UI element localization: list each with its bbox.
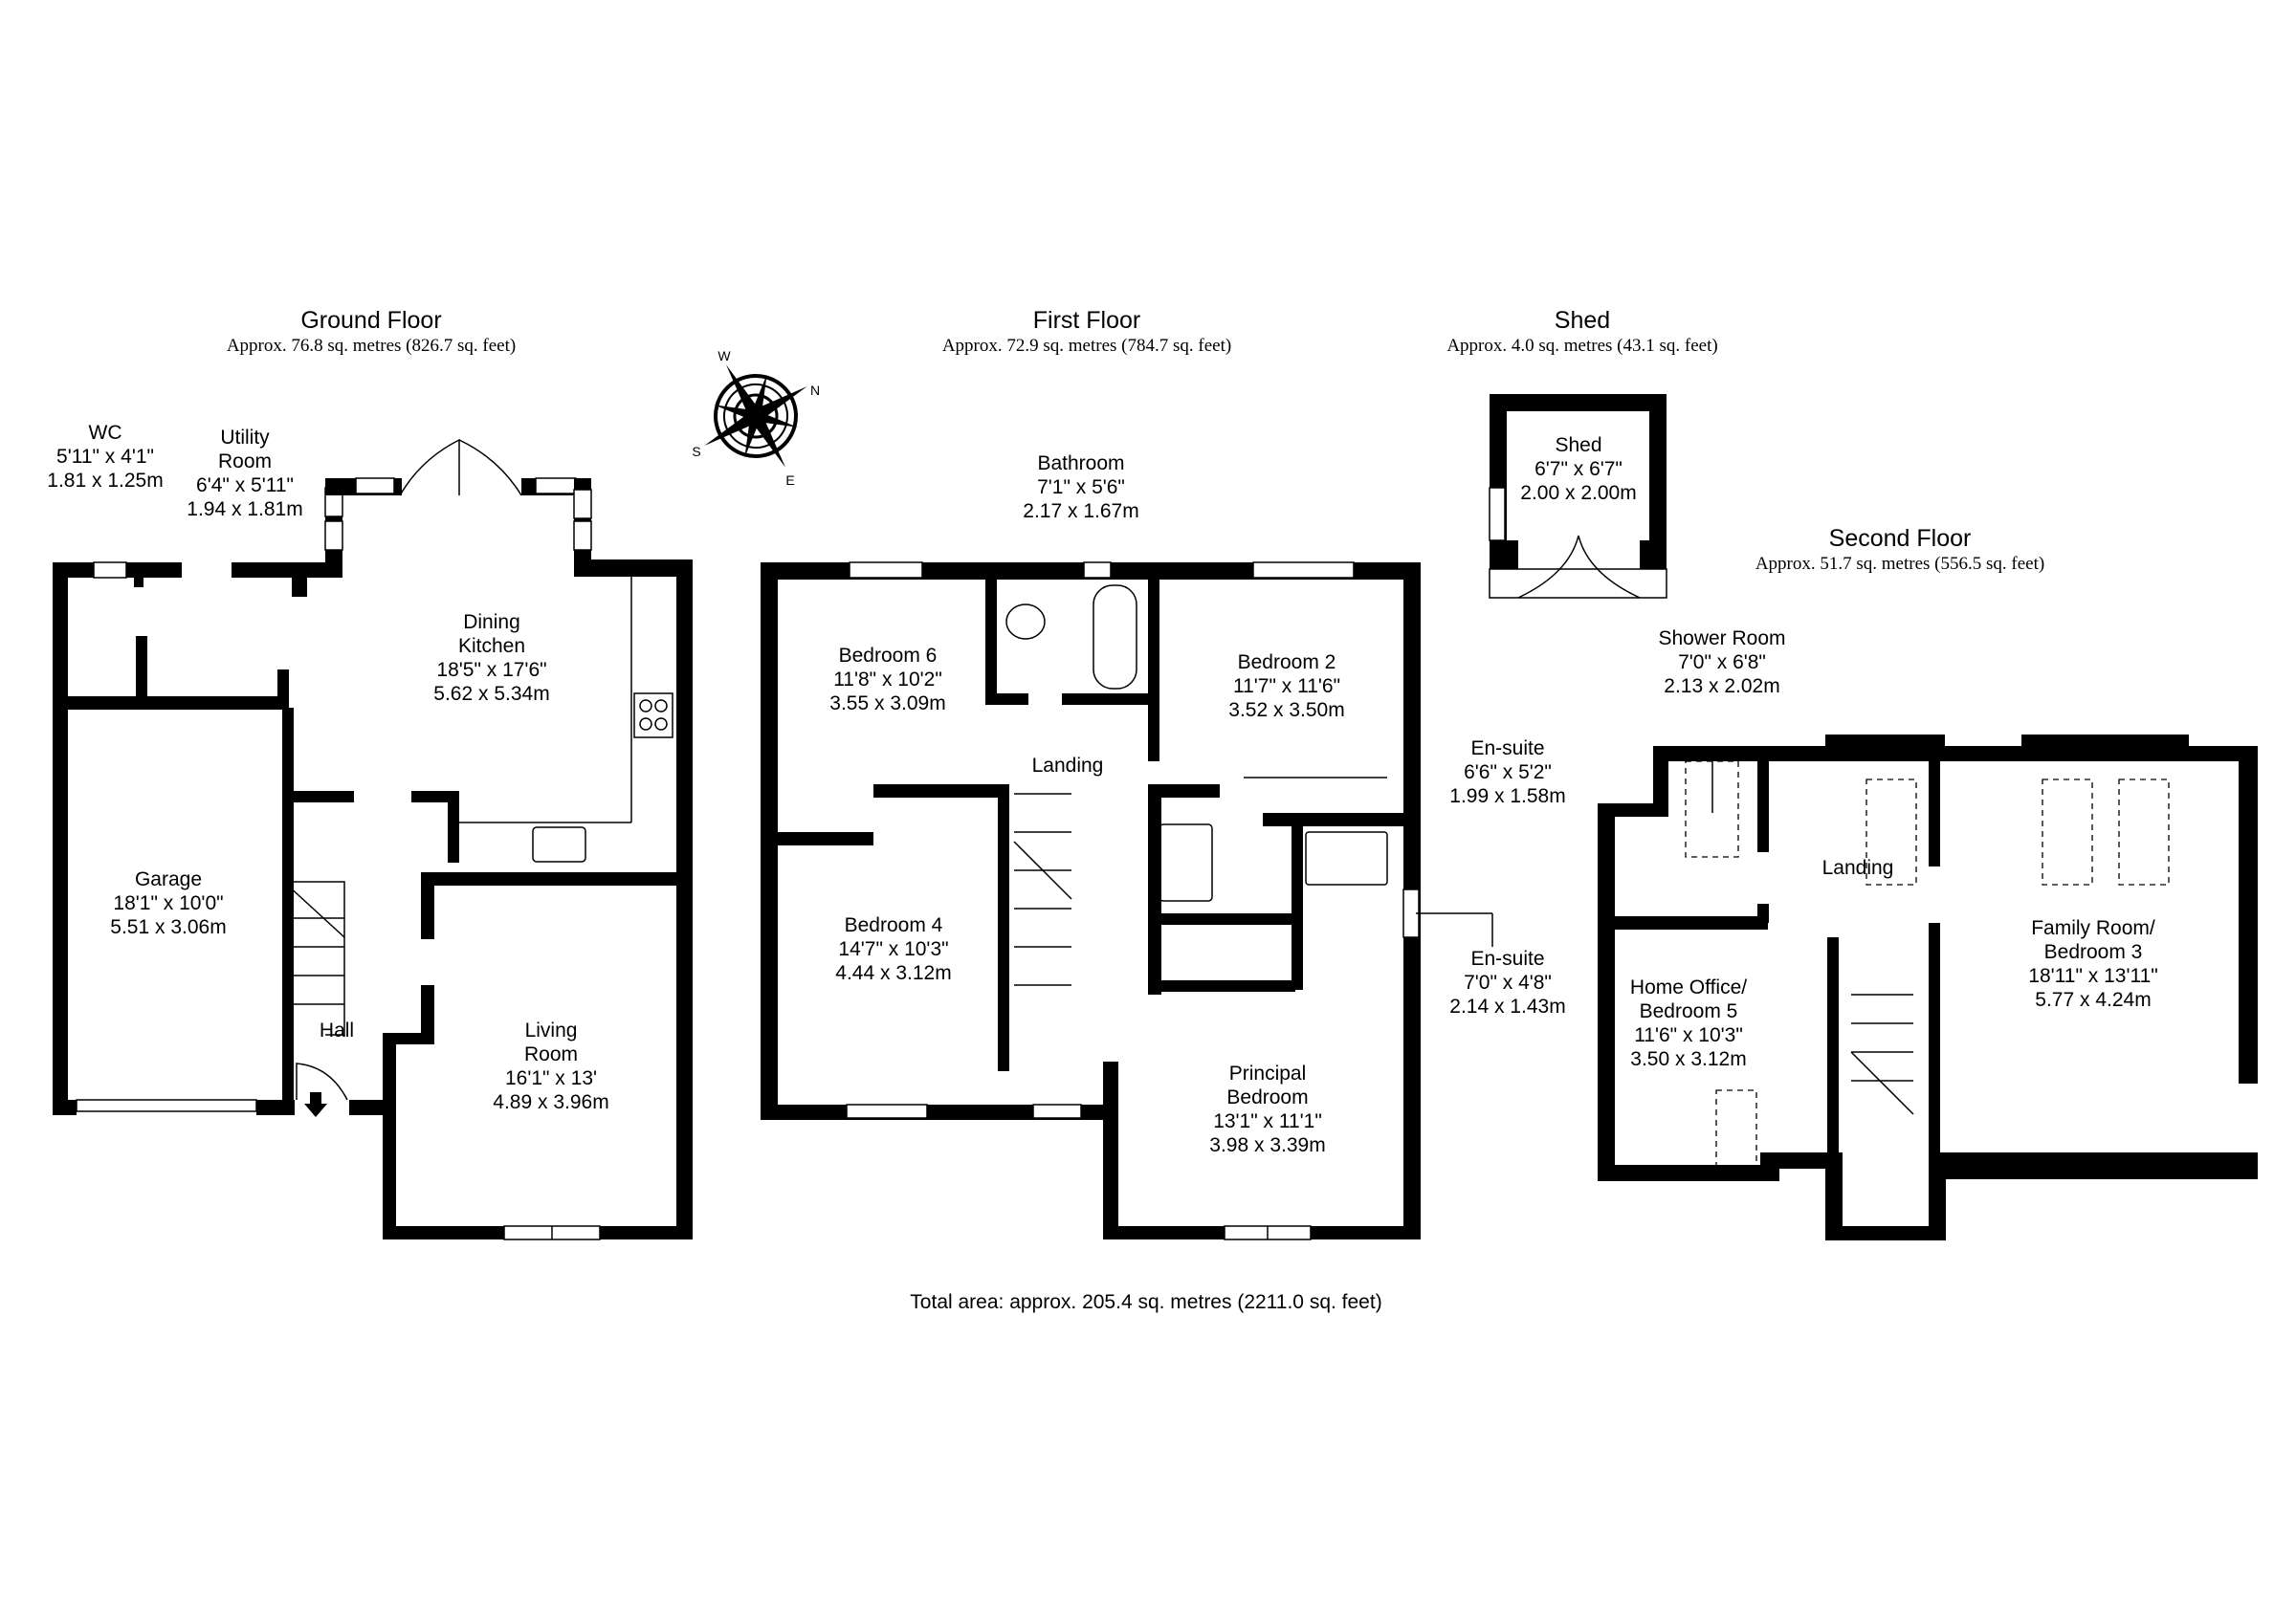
room-label-family-room-bedroom-3: Family Room/ Bedroom 3 18'11" x 13'11" 5…: [2028, 917, 2158, 1011]
first-floor-plan: [761, 561, 1493, 1240]
shed-plan: [1489, 394, 1667, 599]
room-label-landing-second: Landing: [1821, 857, 1894, 879]
floor-title: Second Floor: [1828, 525, 1972, 552]
room-label-shed: Shed 6'7" x 6'7" 2.00 x 2.00m: [1520, 434, 1637, 504]
compass-rose-icon: [704, 364, 807, 468]
ground-floor-plan: [53, 438, 693, 1240]
room-label-bedroom-6: Bedroom 6 11'8" x 10'2" 3.55 x 3.09m: [829, 645, 946, 714]
room-label-shower-room: Shower Room 7'0" x 6'8" 2.13 x 2.02m: [1658, 627, 1786, 697]
room-label-utility-room: Utility Room 6'4" x 5'11" 1.94 x 1.81m: [187, 427, 303, 520]
floor-title: Shed: [1554, 307, 1611, 334]
room-label-bedroom-2: Bedroom 2 11'7" x 11'6" 3.52 x 3.50m: [1228, 651, 1345, 721]
first-floor-heading: First Floor Approx. 72.9 sq. metres (784…: [942, 306, 1231, 358]
room-label-garage: Garage 18'1" x 10'0" 5.51 x 3.06m: [110, 868, 227, 938]
total-area: Total area: approx. 205.4 sq. metres (22…: [910, 1291, 1382, 1313]
room-label-living-room: Living Room 16'1" x 13' 4.89 x 3.96m: [493, 1020, 609, 1113]
room-label-landing-first: Landing: [1031, 755, 1104, 777]
compass-north-letter: N: [809, 383, 821, 398]
compass-south-letter: S: [692, 444, 701, 459]
floor-title: First Floor: [1032, 307, 1141, 334]
room-label-bathroom: Bathroom 7'1" x 5'6" 2.17 x 1.67m: [1023, 452, 1139, 522]
room-label-en-suite-1: En-suite 6'6" x 5'2" 1.99 x 1.58m: [1449, 737, 1566, 807]
compass-west-letter: W: [718, 348, 731, 363]
room-label-bedroom-4: Bedroom 4 14'7" x 10'3" 4.44 x 3.12m: [835, 914, 952, 984]
room-label-wc: WC 5'11" x 4'1" 1.81 x 1.25m: [47, 422, 164, 492]
room-label-hall: Hall: [319, 1020, 355, 1042]
room-label-home-office-bedroom-5: Home Office/ Bedroom 5 11'6" x 10'3" 3.5…: [1629, 976, 1748, 1070]
floor-area: Approx. 76.8 sq. metres (826.7 sq. feet): [226, 336, 517, 356]
floor-area: Approx. 72.9 sq. metres (784.7 sq. feet): [941, 336, 1232, 356]
room-label-dining-kitchen: Dining Kitchen 18'5" x 17'6" 5.62 x 5.34…: [433, 611, 550, 705]
second-floor-heading: Second Floor Approx. 51.7 sq. metres (55…: [1755, 524, 2044, 576]
floor-area: Approx. 4.0 sq. metres (43.1 sq. feet): [1446, 336, 1718, 356]
shed-heading: Shed Approx. 4.0 sq. metres (43.1 sq. fe…: [1446, 306, 1717, 358]
room-label-principal-bedroom: Principal Bedroom 13'1" x 11'1" 3.98 x 3…: [1209, 1063, 1326, 1156]
floor-area: Approx. 51.7 sq. metres (556.5 sq. feet): [1755, 554, 2045, 574]
floor-title: Ground Floor: [300, 307, 442, 334]
room-label-en-suite-2: En-suite 7'0" x 4'8" 2.14 x 1.43m: [1449, 948, 1566, 1018]
second-floor-plan: [1598, 735, 2258, 1240]
compass-east-letter: E: [785, 472, 795, 488]
ground-floor-heading: Ground Floor Approx. 76.8 sq. metres (82…: [227, 306, 516, 358]
